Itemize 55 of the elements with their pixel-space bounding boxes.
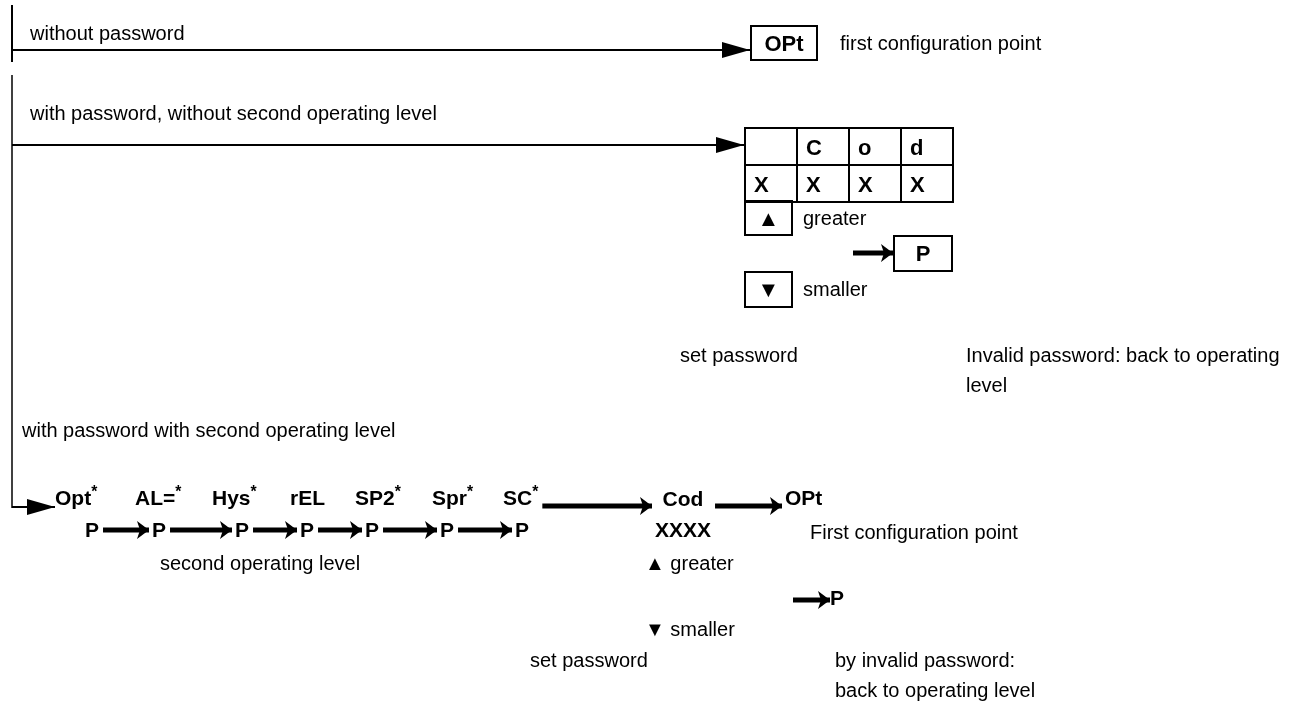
note-text: by invalid password: back to operating level bbox=[835, 648, 1037, 703]
display-cell: X bbox=[850, 166, 902, 203]
code-text: XXXX bbox=[655, 517, 712, 543]
display-cell: X bbox=[798, 166, 850, 203]
arrow bbox=[11, 499, 56, 515]
key-code: P bbox=[300, 515, 314, 545]
key-code: P bbox=[515, 515, 529, 545]
parameter-code: Spr$^{*}$ bbox=[432, 483, 474, 513]
note-text: with password with second operating level bbox=[22, 418, 396, 443]
parameter-code: SC$^{*}$ bbox=[503, 483, 539, 513]
arrow bbox=[11, 137, 745, 153]
note-text: set password bbox=[680, 343, 798, 368]
display-cell: d bbox=[902, 129, 954, 166]
node-caption: First configuration point bbox=[810, 520, 1018, 545]
node-caption: smaller bbox=[803, 277, 868, 302]
key-box: ▼ bbox=[744, 271, 793, 308]
bold-arrow bbox=[170, 521, 232, 539]
key-code: P bbox=[440, 515, 454, 545]
display-cell: C bbox=[798, 129, 850, 166]
bold-arrow bbox=[383, 521, 437, 539]
bold-arrow bbox=[853, 244, 893, 262]
code-text: Cod bbox=[662, 486, 704, 512]
note-text: set password bbox=[530, 648, 648, 673]
display-grid bbox=[744, 127, 954, 203]
bold-arrow bbox=[458, 521, 512, 539]
key-code: P bbox=[152, 515, 166, 545]
bold-arrow bbox=[793, 591, 830, 609]
bold-arrow bbox=[542, 497, 652, 515]
arrow bbox=[11, 42, 751, 58]
note-text: ▼ smaller bbox=[645, 617, 735, 642]
key-code: P bbox=[365, 515, 379, 545]
display-box: P bbox=[893, 235, 953, 272]
display-cell: X bbox=[902, 166, 954, 203]
bold-arrow bbox=[318, 521, 362, 539]
note-text: ▲ greater bbox=[645, 551, 734, 576]
key-box: ▲ bbox=[744, 200, 793, 236]
display-cell: X bbox=[746, 166, 798, 203]
key-code: P bbox=[830, 583, 844, 613]
parameter-code: Hys$^{*}$ bbox=[212, 483, 257, 513]
bold-arrow bbox=[103, 521, 149, 539]
parameter-code: OPt bbox=[785, 483, 823, 513]
note-text: Invalid password: back to operating level bbox=[966, 343, 1281, 398]
note-text: second operating level bbox=[160, 551, 361, 576]
node-caption: greater bbox=[803, 206, 867, 231]
parameter-code: Opt$^{*}$ bbox=[55, 483, 98, 513]
key-code: P bbox=[85, 515, 99, 545]
parameter-code: AL=$^{*}$ bbox=[135, 483, 182, 513]
node-caption: first configuration point bbox=[840, 31, 1042, 56]
parameter-code: SP2$^{*}$ bbox=[355, 483, 401, 513]
parameter-code: rEL bbox=[290, 483, 325, 513]
key-code: P bbox=[235, 515, 249, 545]
display-cell: o bbox=[850, 129, 902, 166]
bold-arrow bbox=[253, 521, 297, 539]
display-box: OPt bbox=[750, 25, 818, 61]
bold-arrow bbox=[715, 497, 782, 515]
